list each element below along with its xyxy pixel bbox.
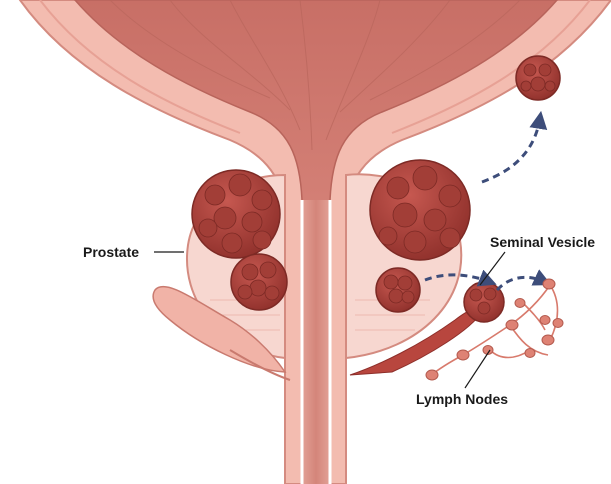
tumor-right-large bbox=[370, 160, 470, 260]
seminal-vesicle-leader bbox=[480, 252, 505, 285]
label-seminal-vesicle: Seminal Vesicle bbox=[490, 234, 595, 250]
tumor-left-large bbox=[192, 170, 280, 258]
tumor-bladder-wall bbox=[516, 56, 560, 100]
label-prostate: Prostate bbox=[83, 244, 139, 260]
tumor-right-small bbox=[376, 268, 420, 312]
label-lymph-nodes: Lymph Nodes bbox=[416, 391, 508, 407]
tumor-left-small bbox=[231, 254, 287, 310]
spread-arrow-lymph bbox=[497, 277, 545, 290]
spread-arrow-bladder bbox=[482, 118, 540, 182]
urethra bbox=[302, 200, 330, 484]
